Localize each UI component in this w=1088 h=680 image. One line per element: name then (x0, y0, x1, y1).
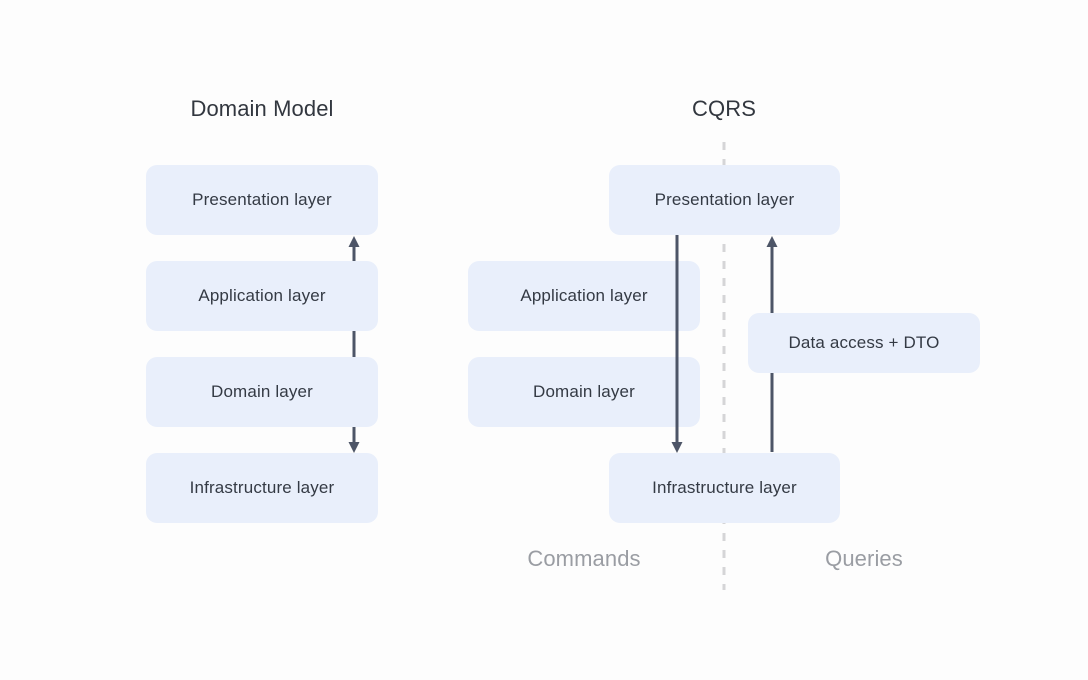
box-cq-application[interactable]: Application layer (468, 261, 700, 331)
box-label: Application layer (198, 286, 326, 305)
box-cq-data-access[interactable]: Data access + DTO (748, 313, 980, 373)
box-cq-infrastructure[interactable]: Infrastructure layer (609, 453, 840, 523)
box-label: Presentation layer (654, 190, 795, 209)
caption-commands: Commands (527, 546, 641, 571)
box-label: Application layer (520, 286, 648, 305)
column-title-domain-model: Domain Model (190, 96, 334, 121)
box-label: Domain layer (533, 382, 635, 401)
box-cq-presentation[interactable]: Presentation layer (609, 165, 840, 235)
column-title-cqrs: CQRS (692, 96, 756, 121)
box-cq-domain[interactable]: Domain layer (468, 357, 700, 427)
box-label: Infrastructure layer (189, 478, 335, 497)
box-label: Presentation layer (192, 190, 332, 209)
box-dm-application[interactable]: Application layer (146, 261, 378, 331)
box-dm-presentation[interactable]: Presentation layer (146, 165, 378, 235)
dm-arrow-down (348, 424, 360, 453)
caption-queries: Queries (825, 546, 903, 571)
box-dm-domain[interactable]: Domain layer (146, 357, 378, 427)
box-label: Data access + DTO (788, 333, 940, 352)
box-label: Domain layer (211, 382, 313, 401)
box-label: Infrastructure layer (652, 478, 797, 497)
box-dm-infrastructure[interactable]: Infrastructure layer (146, 453, 378, 523)
